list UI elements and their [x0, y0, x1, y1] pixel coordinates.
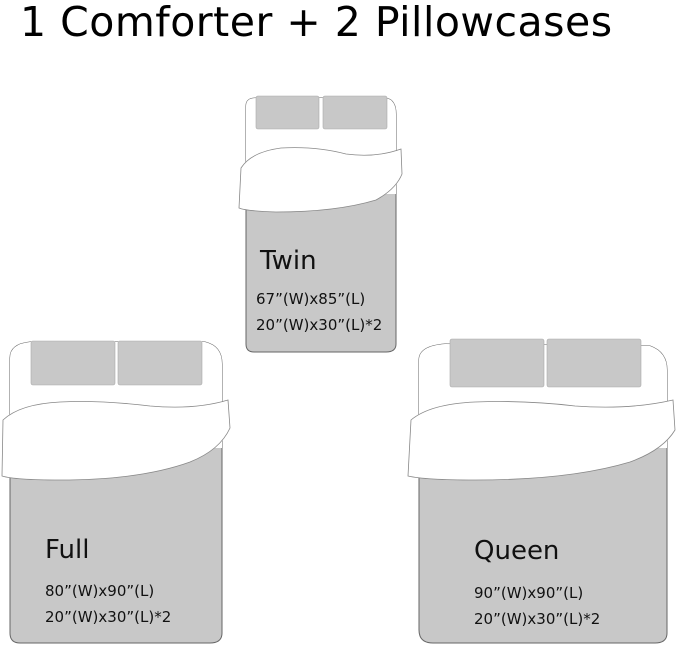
bed-illustration-twin — [238, 95, 403, 353]
size-label: Queen — [474, 536, 560, 566]
size-label: Full — [45, 535, 90, 565]
comforter-fold — [407, 399, 676, 481]
bed-diagram-queen: Queen 90”(W)x90”(L) 20”(W)x30”(L)*2 — [405, 338, 679, 645]
pillow-right — [322, 95, 388, 130]
comforter-dimensions: 90”(W)x90”(L) — [474, 584, 584, 602]
pillow-left — [255, 95, 320, 130]
bed-diagram-twin: Twin 67”(W)x85”(L) 20”(W)x30”(L)*2 — [236, 94, 404, 356]
pillowcase-dimensions: 20”(W)x30”(L)*2 — [256, 316, 383, 334]
bed-illustration-queen — [407, 338, 676, 644]
page-title: 1 Comforter + 2 Pillowcases — [20, 0, 613, 46]
bed-diagram-full: Full 80”(W)x90”(L) 20”(W)x30”(L)*2 — [0, 338, 235, 645]
pillow-right — [546, 338, 642, 388]
bed-illustration-full — [1, 340, 231, 644]
pillow-left — [30, 340, 116, 386]
pillowcase-dimensions: 20”(W)x30”(L)*2 — [45, 608, 172, 626]
pillowcase-dimensions: 20”(W)x30”(L)*2 — [474, 610, 601, 628]
pillow-left — [449, 338, 545, 388]
comforter-fold — [238, 147, 403, 213]
comforter-dimensions: 80”(W)x90”(L) — [45, 582, 155, 600]
comforter-dimensions: 67”(W)x85”(L) — [256, 290, 366, 308]
pillow-right — [117, 340, 203, 386]
comforter-fold — [1, 399, 231, 481]
size-label: Twin — [260, 246, 317, 276]
